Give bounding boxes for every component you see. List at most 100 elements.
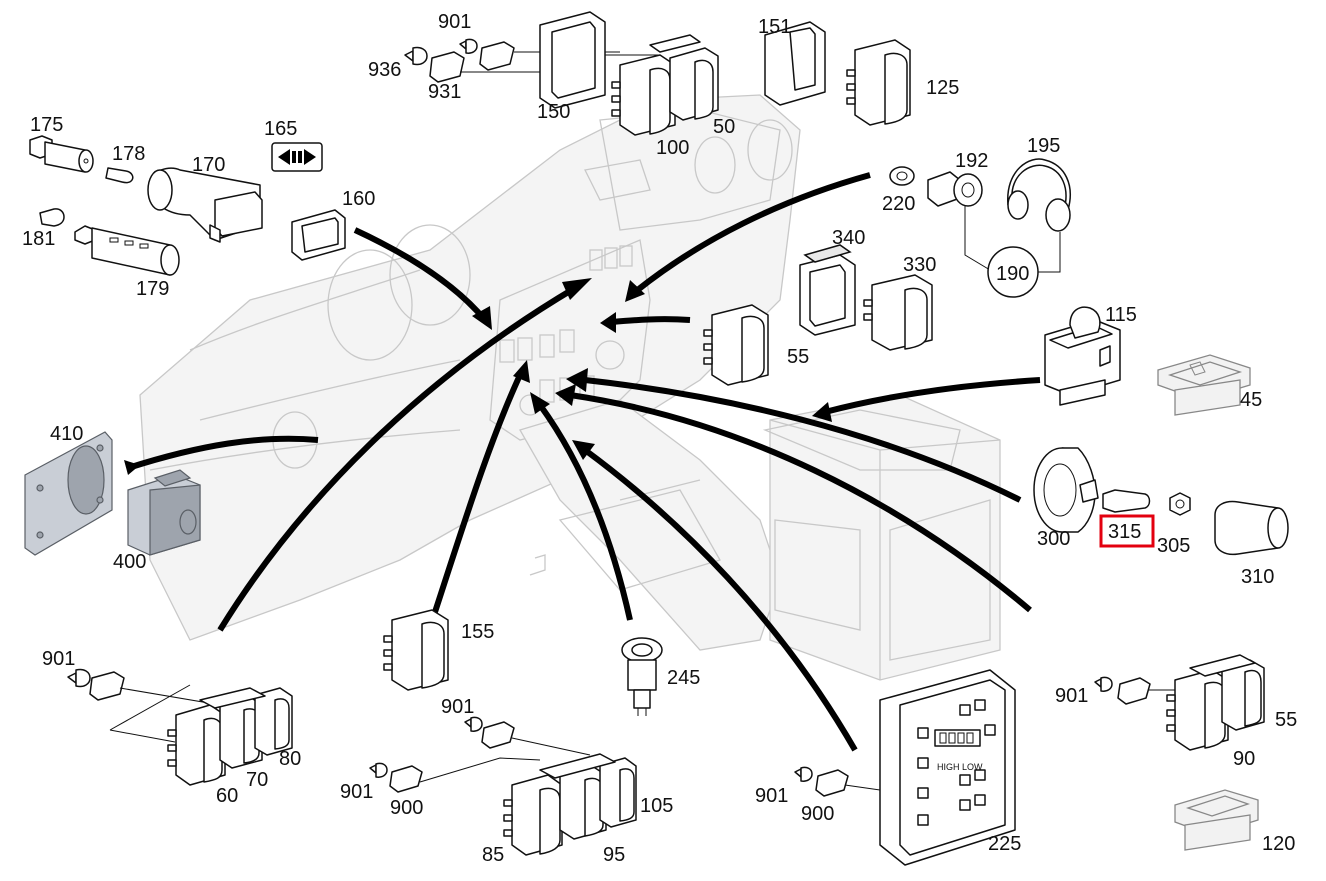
- label-901-top: 901: [438, 11, 471, 33]
- rocker-switch-55a: [703, 304, 769, 386]
- arrow-225: [583, 447, 858, 752]
- label-178: 178: [112, 143, 145, 165]
- jack-socket-192: [927, 171, 983, 207]
- label-310: 310: [1241, 566, 1274, 588]
- leader-225: [844, 784, 881, 791]
- arrow-head-switches-top: [562, 278, 592, 300]
- arrow-400: [127, 435, 319, 471]
- lamp-socket-179: [74, 225, 180, 276]
- label-300: 300: [1037, 528, 1070, 550]
- arrow-115: [824, 377, 1041, 415]
- bulb-315: [1102, 489, 1151, 513]
- lamp-socket-175: [29, 135, 94, 173]
- bulb-holder-900-panel: [815, 769, 849, 797]
- label-170: 170: [192, 154, 225, 176]
- switch-frame-340: [799, 244, 856, 336]
- label-95: 95: [603, 844, 625, 866]
- bezel-160: [291, 209, 346, 261]
- label-195: 195: [1027, 135, 1060, 157]
- label-165: 165: [264, 118, 297, 140]
- arrow-head-90: [555, 384, 576, 406]
- bulb-holder-901-center-top: [464, 716, 515, 749]
- label-901-center-top: 901: [441, 696, 474, 718]
- bulb-holder-901-left: [67, 668, 125, 701]
- label-45: 45: [1240, 389, 1262, 411]
- part-labels: 901 936 931 150 100 50 151 125 175 178 1…: [22, 11, 1297, 866]
- bulb-holder-901-right: [1094, 676, 1151, 705]
- arrow-300: [584, 377, 1022, 503]
- label-155: 155: [461, 621, 494, 643]
- label-151: 151: [758, 16, 791, 38]
- label-120: 120: [1262, 833, 1295, 855]
- switch-frame-151: [764, 21, 826, 106]
- arrow-head-225: [572, 440, 595, 460]
- rocker-switch-60: [167, 704, 226, 786]
- label-900-center: 900: [390, 797, 423, 819]
- label-80: 80: [279, 748, 301, 770]
- label-181: 181: [22, 228, 55, 250]
- label-340: 340: [832, 227, 865, 249]
- socket-245: [621, 637, 663, 716]
- mounting-plate-410: [24, 431, 113, 556]
- rocker-switch-85: [503, 774, 563, 856]
- label-305: 305: [1157, 535, 1190, 557]
- arrow-head-55a: [600, 312, 616, 333]
- rocker-switch-50: [649, 34, 719, 121]
- bulb-holder-901-center: [369, 762, 388, 778]
- rotary-switch-115: [1044, 306, 1121, 406]
- rocker-switch-55b: [1189, 654, 1265, 731]
- module-400: [127, 469, 201, 556]
- label-160: 160: [342, 188, 375, 210]
- left-right-arrows-icon: [278, 149, 290, 165]
- bulb-181: [39, 208, 65, 227]
- arrow-head-160: [472, 306, 492, 330]
- rocker-switch-100: [611, 54, 676, 136]
- rocker-switch-105: [539, 753, 637, 828]
- label-50: 50: [713, 116, 735, 138]
- label-55-lower: 55: [1275, 709, 1297, 731]
- switch-frame-150: [539, 11, 606, 109]
- leader-190: [964, 205, 1061, 273]
- rocker-switch-45: [1157, 354, 1251, 416]
- label-100: 100: [656, 137, 689, 159]
- bulb-holder-901-top: [459, 38, 515, 71]
- label-125: 125: [926, 77, 959, 99]
- arrow-head-400: [124, 460, 140, 475]
- label-245: 245: [667, 667, 700, 689]
- arrow-55a: [611, 316, 691, 325]
- panel-225-high-low: HIGH LOW: [937, 762, 983, 772]
- label-115: 115: [1105, 304, 1137, 326]
- rocker-switch-70: [219, 696, 263, 769]
- headphones-195: [1007, 158, 1071, 232]
- label-931: 931: [428, 81, 461, 103]
- lamp-housing-170: [147, 167, 263, 243]
- label-220: 220: [882, 193, 915, 215]
- rocker-switch-330: [863, 274, 933, 351]
- leader-85-95-105: [419, 737, 591, 783]
- indicator-lens-165: [271, 142, 323, 172]
- rocker-switch-90: [1166, 669, 1229, 751]
- label-175: 175: [30, 114, 63, 136]
- arrow-to-switches-top: [217, 285, 577, 632]
- dashboard-ghost-outline: [139, 94, 1001, 681]
- bulb-holder-901-panel: [794, 766, 813, 782]
- label-901-left: 901: [42, 648, 75, 670]
- nut-305: [1169, 492, 1191, 516]
- arrow-head-245: [530, 392, 550, 414]
- control-panel-225: HIGH LOW: [879, 669, 1016, 866]
- knob-300: [1033, 447, 1099, 533]
- arrow-head-155: [513, 360, 530, 383]
- label-900-panel: 900: [801, 803, 834, 825]
- label-901-center: 901: [340, 781, 373, 803]
- label-70: 70: [246, 769, 268, 791]
- label-901-panel: 901: [755, 785, 788, 807]
- knob-310: [1214, 500, 1289, 556]
- arrow-head-192: [625, 280, 645, 302]
- label-192: 192: [955, 150, 988, 172]
- rocker-switch-155: [383, 609, 449, 691]
- arrow-head-300: [566, 368, 588, 392]
- label-190: 190: [996, 263, 1029, 285]
- label-55-upper: 55: [787, 346, 809, 368]
- label-225: 225: [988, 833, 1021, 855]
- label-410: 410: [50, 423, 83, 445]
